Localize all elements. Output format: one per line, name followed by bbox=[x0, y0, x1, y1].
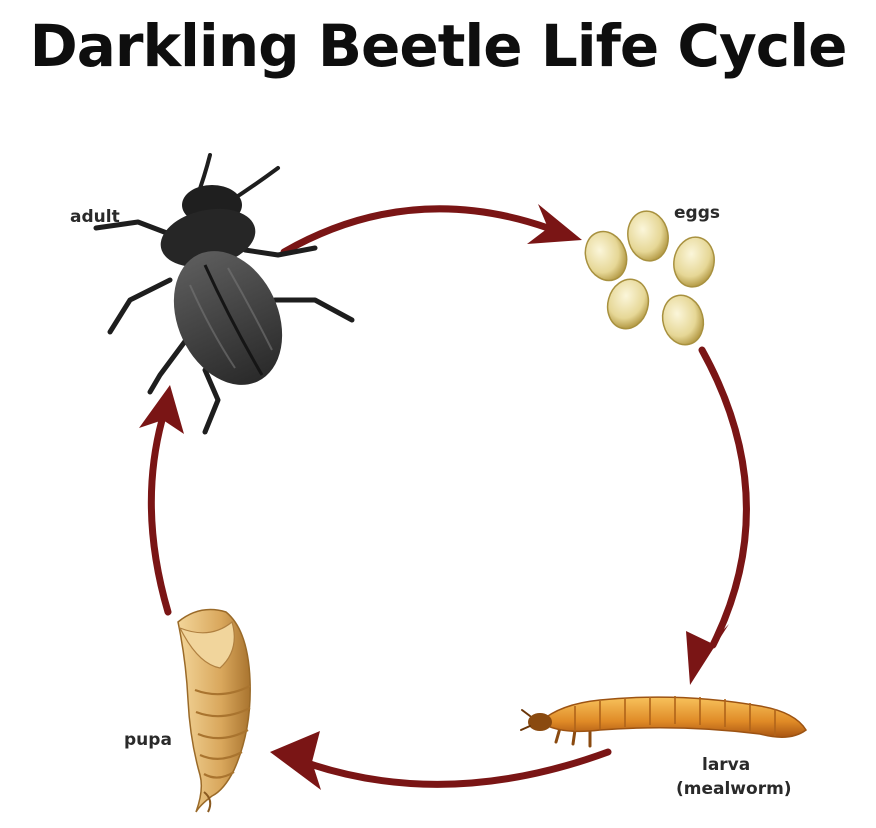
label-larva: larva bbox=[702, 755, 750, 775]
egg bbox=[661, 294, 705, 346]
eggs-icon bbox=[584, 210, 715, 346]
egg bbox=[627, 210, 669, 262]
arrow-adult-to-eggs bbox=[280, 204, 582, 256]
label-pupa: pupa bbox=[124, 730, 172, 750]
label-larva-common-name: (mealworm) bbox=[676, 779, 792, 799]
arrow-pupa-to-adult bbox=[139, 385, 184, 616]
pupa-icon bbox=[177, 608, 251, 813]
arrow-eggs-to-larva bbox=[686, 346, 750, 685]
beetle-icon bbox=[93, 153, 355, 435]
label-adult: adult bbox=[70, 207, 120, 227]
cycle-arrows bbox=[139, 204, 750, 790]
diagram-title: Darkling Beetle Life Cycle bbox=[29, 12, 848, 80]
egg bbox=[584, 230, 628, 282]
egg bbox=[606, 278, 650, 330]
mealworm-icon bbox=[520, 696, 807, 748]
arrow-larva-to-pupa bbox=[270, 731, 612, 790]
label-eggs: eggs bbox=[674, 203, 720, 223]
egg bbox=[673, 236, 715, 288]
